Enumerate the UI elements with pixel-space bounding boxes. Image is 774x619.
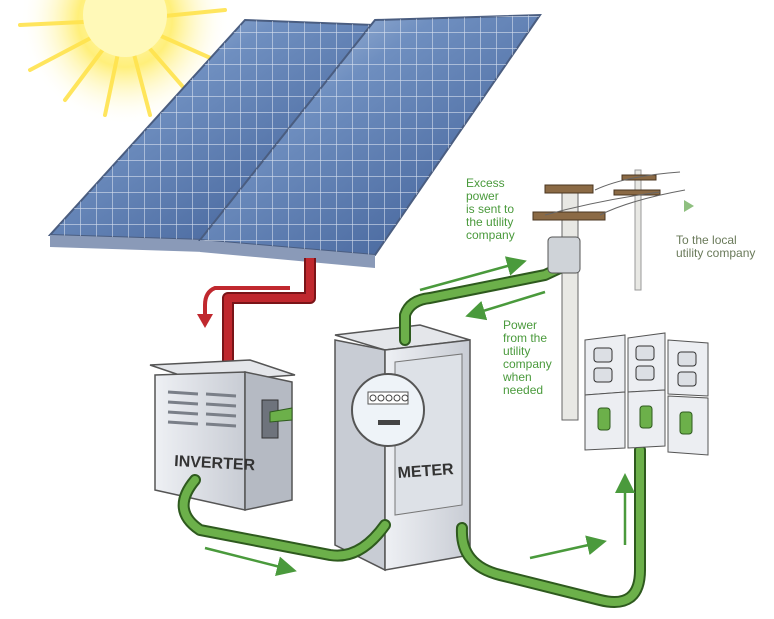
inverter-box bbox=[149, 359, 296, 511]
excess-power-label: Excess power is sent to the utility comp… bbox=[466, 176, 515, 242]
ac-cables bbox=[177, 262, 646, 608]
solar-panel-right bbox=[198, 13, 542, 268]
switches bbox=[584, 389, 709, 456]
meter-label: METER bbox=[397, 461, 454, 482]
flow-arrows bbox=[204, 256, 635, 577]
to-local-utility-label: To the local utility company bbox=[676, 233, 756, 260]
arrow-to-utility bbox=[419, 256, 527, 292]
outlets bbox=[584, 332, 709, 397]
inverter-label: INVERTER bbox=[174, 453, 256, 474]
dc-cable bbox=[197, 258, 316, 372]
arrow-to-house bbox=[529, 535, 607, 560]
power-from-utility-label: Power from the utility company when need… bbox=[503, 318, 552, 397]
utility-pole bbox=[532, 169, 694, 421]
meter-box bbox=[334, 324, 471, 572]
arrow-inverter-to-meter bbox=[204, 546, 297, 577]
arrow-from-utility bbox=[465, 290, 546, 321]
